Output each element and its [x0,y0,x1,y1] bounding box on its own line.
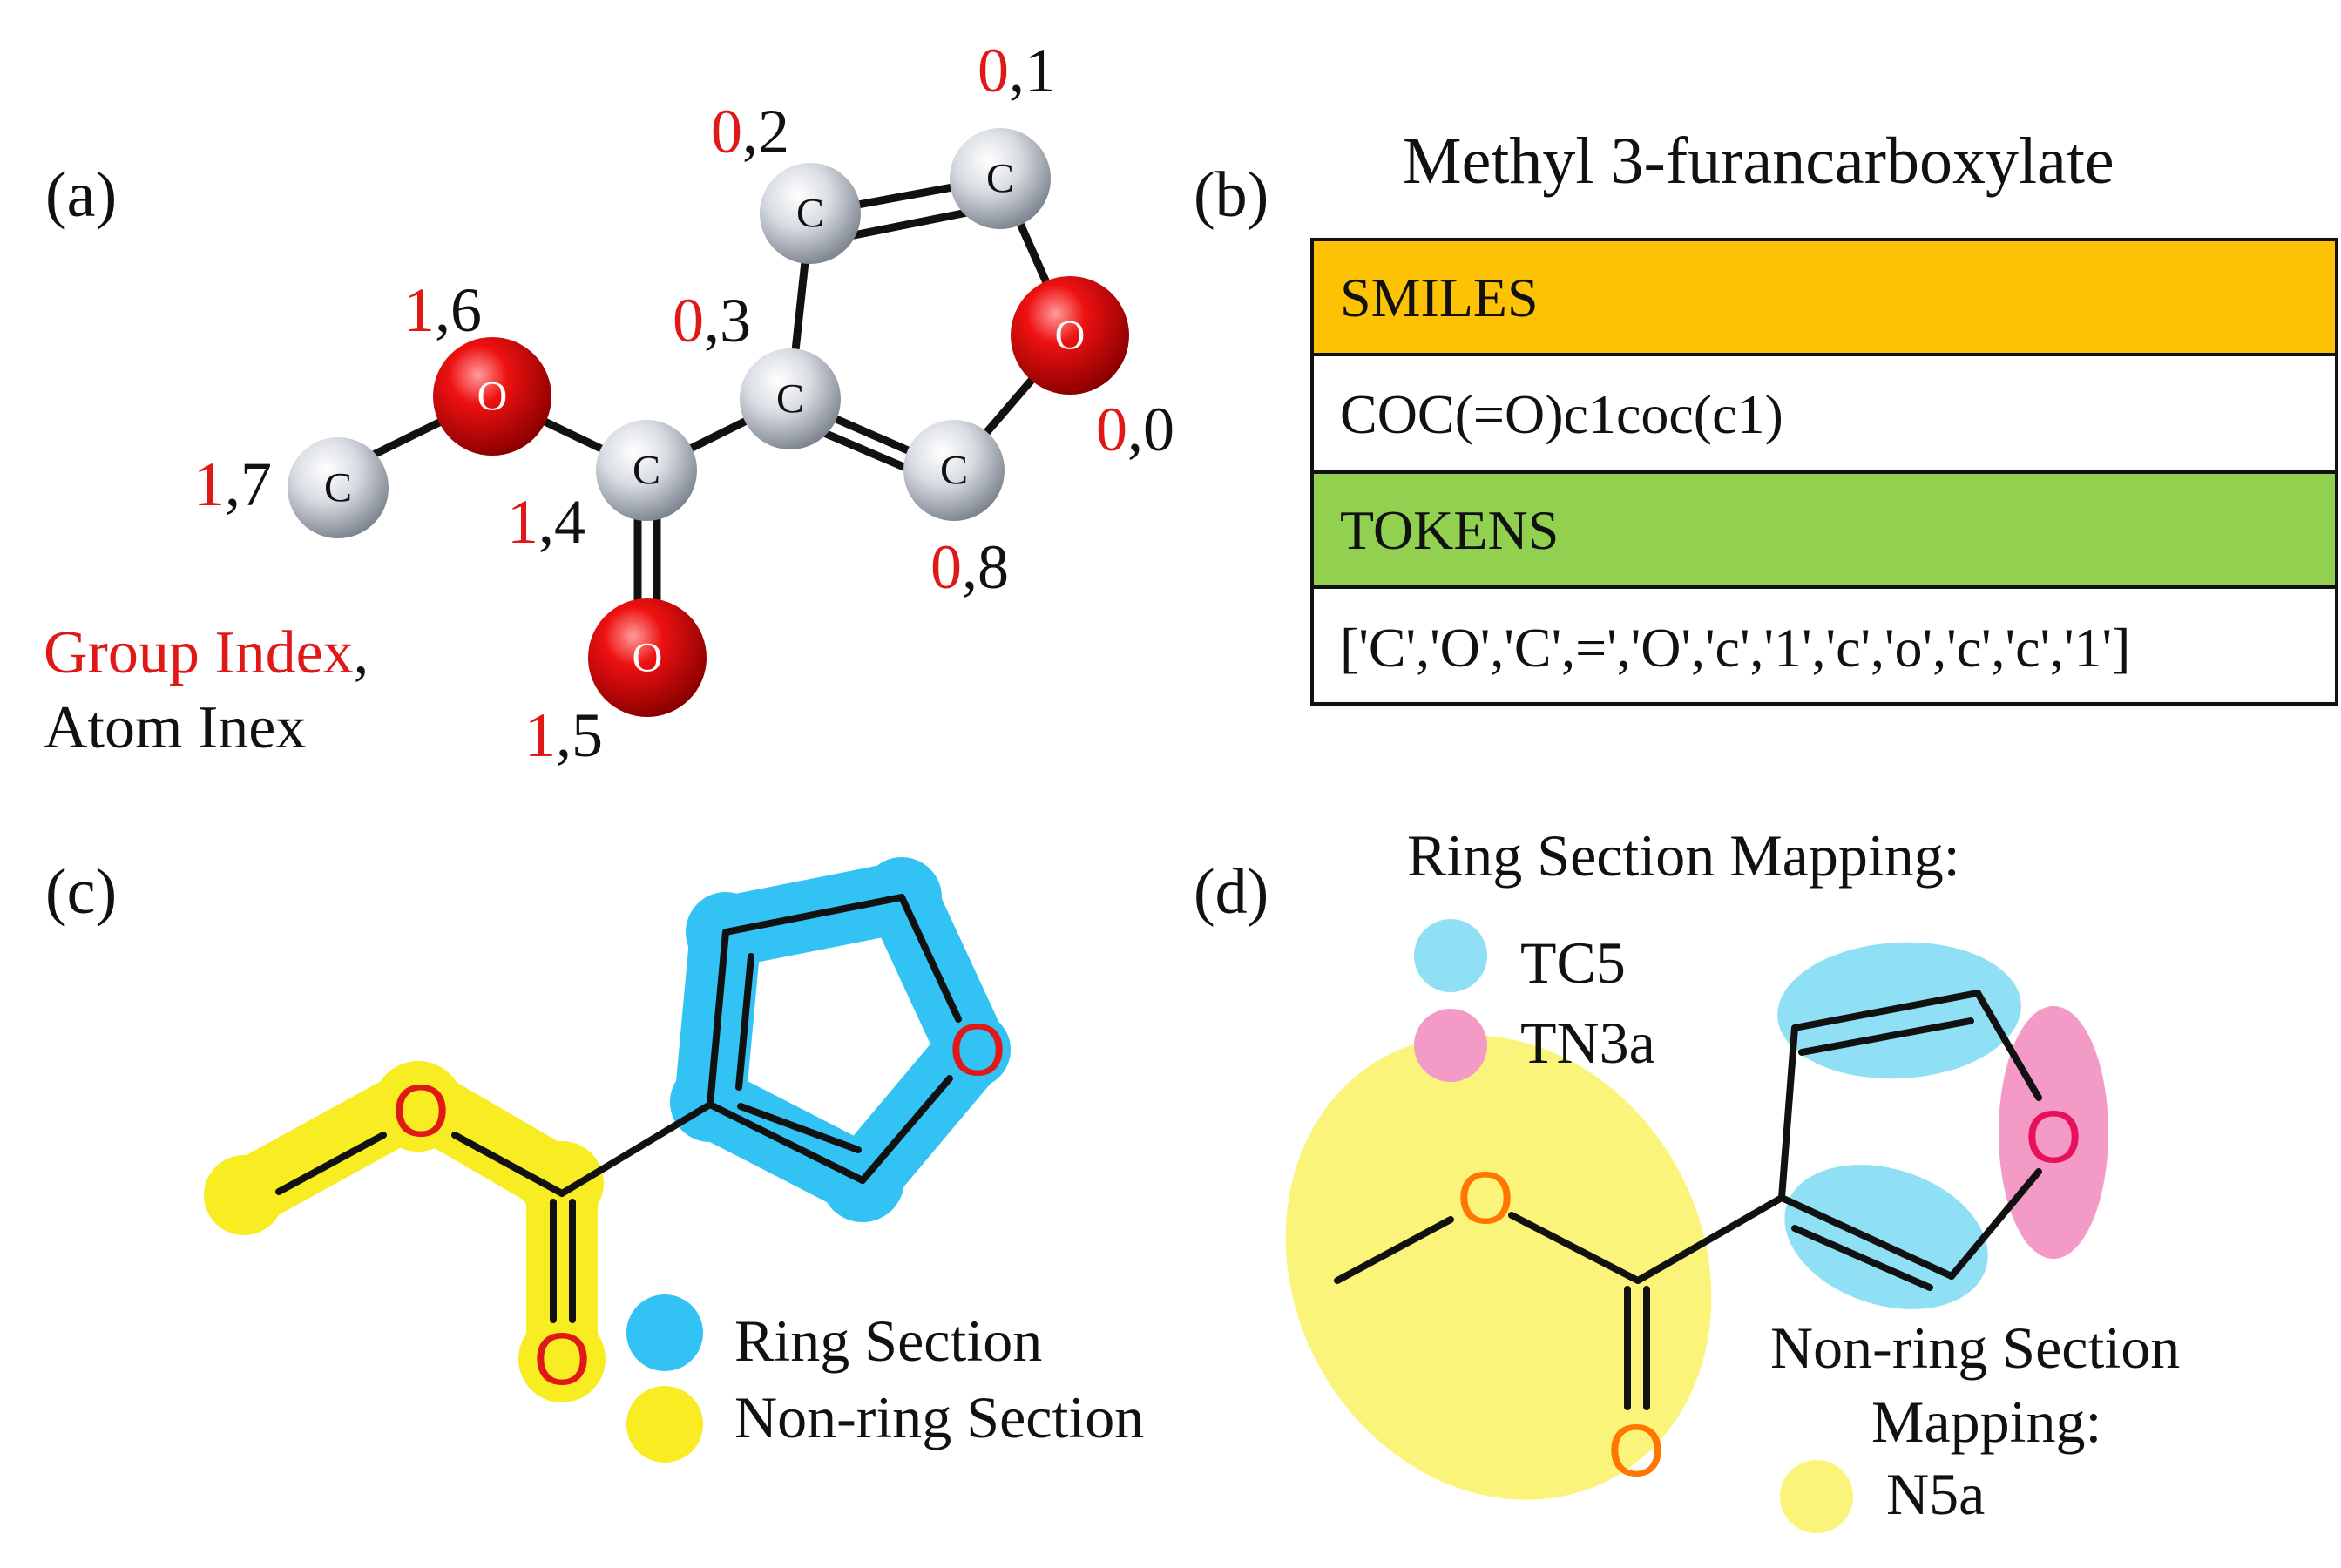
tokens-header: TOKENS [1340,499,1559,561]
tn3a-swatch [1414,1009,1487,1082]
panel-c-oxygen-1: O [392,1070,449,1152]
atom-c-index-0-3: C [740,348,841,449]
legend-group-index: Group Index, [44,619,369,686]
nonring-highlight [204,1061,606,1402]
tc5-swatch [1414,919,1487,992]
svg-text:C: C [940,448,968,494]
molecule-name: Methyl 3-furancarboxylate [1403,125,2114,198]
legend-nonring-swatch [626,1386,703,1463]
tokens-header-bg [1312,472,2337,587]
panel-c-label: (c) [45,856,117,928]
panel-d-oxygen-2: O [1607,1409,1664,1491]
atom-c-index-1-7: C [288,437,389,538]
svg-text:O: O [1055,313,1086,359]
atom-o-index-1-6: O [433,337,551,456]
index-label-c8: 0,8 [930,532,1009,602]
index-label-o0: 0,0 [1096,395,1174,464]
index-label-c3: 0,3 [673,286,751,355]
legend-nonring-label: Non-ring Section [734,1384,1144,1450]
svg-text:C: C [633,448,660,494]
atom-c-index-0-2: C [760,163,861,264]
panel-c-oxygen-3: O [949,1009,1005,1091]
panel-a-label: (a) [45,159,117,231]
smiles-header: SMILES [1340,267,1539,328]
ring-mapping-title: Ring Section Mapping: [1407,822,1960,889]
index-label-c7: 1,7 [193,449,272,519]
tokens-value: ['C','O','C',=','O','c','1','c','o','c',… [1340,617,2130,679]
atom-c-index-0-1: C [950,128,1051,229]
n5a-label: N5a [1886,1461,1985,1527]
legend-ring-label: Ring Section [734,1308,1042,1374]
legend-atom-index: Atom Inex [44,694,306,761]
panel-d-oxygen-1: O [1457,1157,1513,1239]
panel-b-label: (b) [1194,159,1269,231]
atom-o-index-1-5: O [588,598,707,717]
svg-text:C: C [986,156,1014,202]
panel-c-oxygen-2: O [533,1318,590,1400]
svg-text:O: O [477,374,508,420]
n5a-swatch [1780,1460,1853,1533]
legend-ring-swatch [626,1294,703,1371]
atom-c-index-0-8: C [903,420,1005,521]
index-label-c1: 0,1 [978,36,1056,105]
tn3a-label: TN3a [1520,1010,1655,1076]
index-label-c2: 0,2 [711,97,789,166]
index-label-o6: 1,6 [403,275,482,345]
svg-text:C: C [776,376,804,422]
tokens-value-bg [1312,587,2337,704]
svg-text:C: C [324,465,352,511]
panel-d-structure [1334,990,2042,1410]
svg-text:C: C [796,191,824,237]
panel-c-structure [275,894,962,1323]
smiles-header-bg [1312,240,2337,355]
svg-text:O: O [633,635,663,681]
atom-c-index-1-4: C [596,420,697,521]
smiles-table: SMILES COC(=O)c1coc(c1) TOKENS ['C','O',… [1310,238,2338,706]
tc5-bead-bottom [1784,1165,1988,1309]
panel-d-label: (d) [1194,856,1269,928]
index-label-o5: 1,5 [524,700,603,770]
panel-d-oxygen-3: O [2025,1096,2081,1178]
smiles-value: COC(=O)c1coc(c1) [1340,383,1783,445]
nonring-mapping-title-2: Mapping: [1871,1389,2101,1455]
atom-o-index-0-0: O [1011,276,1129,395]
tc5-label: TC5 [1520,929,1626,996]
n5a-bead [1285,1035,1712,1500]
smiles-value-bg [1312,355,2337,472]
nonring-mapping-title-1: Non-ring Section [1770,1315,2180,1381]
index-label-c4: 1,4 [507,487,585,557]
